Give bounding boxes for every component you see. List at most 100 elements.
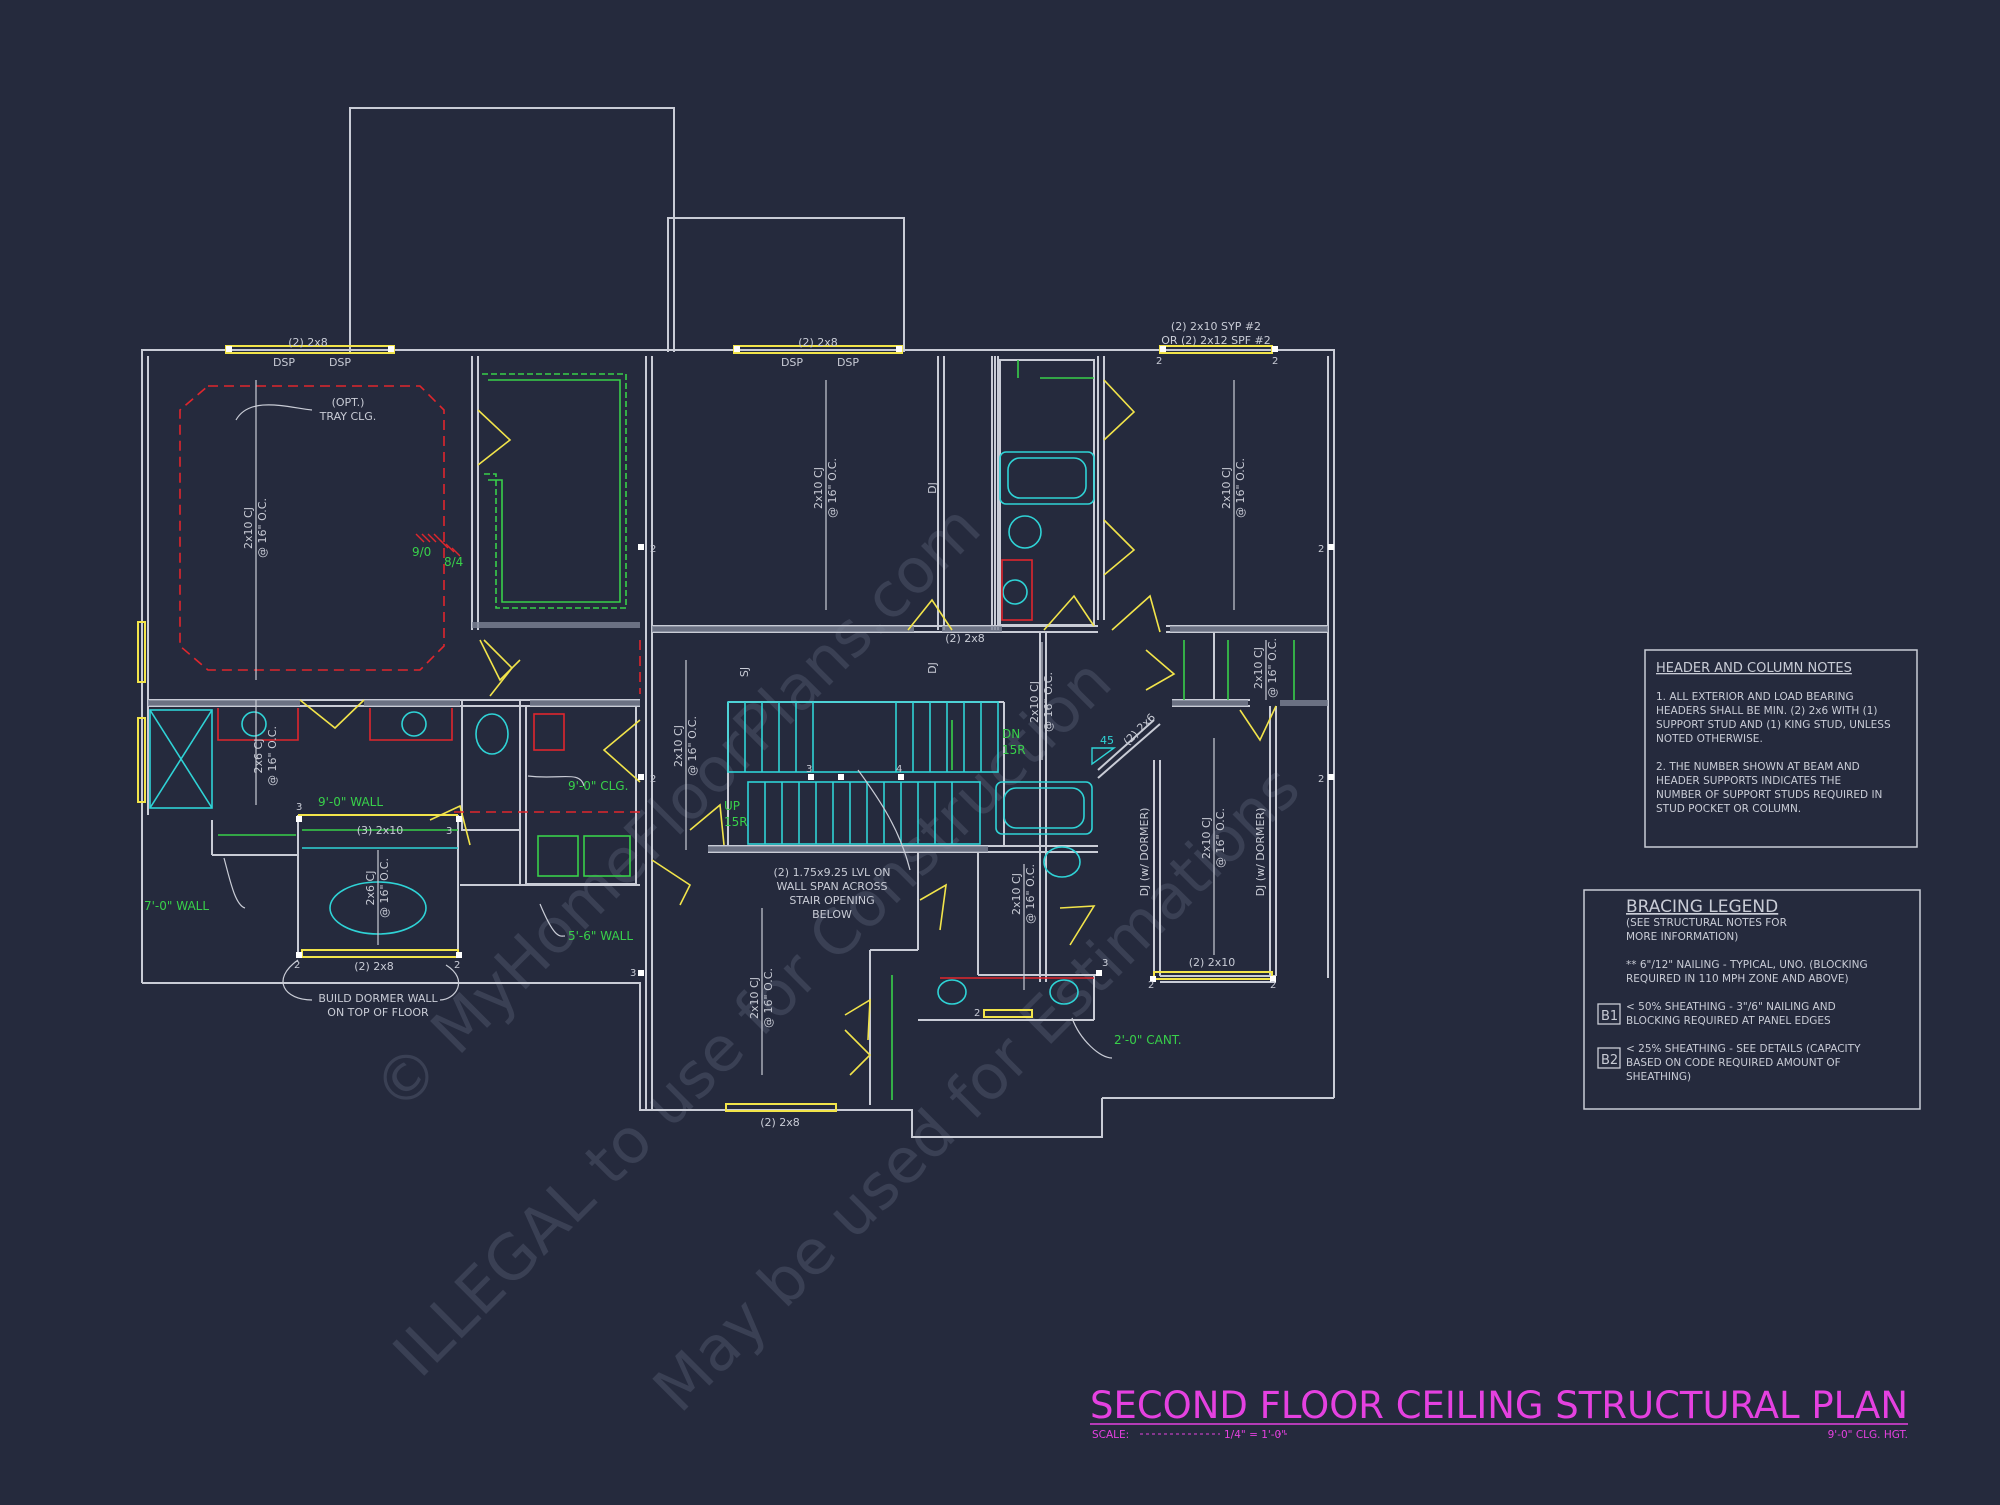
cj-spacing: @ 16" O.C. [1024,864,1037,924]
support-numbers: 2 2 2 2 2 2 3 3 3 2 2 3 4 3 2 2 2 [294,356,1324,1019]
support-number: 2 [650,544,656,555]
header-label-3b: OR (2) 2x12 SPF #2 [1161,334,1271,347]
cj-spacing: @ 16" O.C. [266,726,279,786]
note-1-line-4: NOTED OTHERWISE. [1656,733,1763,745]
cj-label: 2x10 CJ [242,507,255,549]
support-stud-markers [226,346,1334,982]
green-labels: 9/0 8/4 9'-0" WALL 9'-0" CLG. 7'-0" WALL… [144,545,1182,1047]
support-number: 2 [1272,356,1278,367]
bracing-nailing-2: REQUIRED IN 110 MPH ZONE AND ABOVE) [1626,973,1849,985]
support-number: 2 [1156,356,1162,367]
dormer-note-1: BUILD DORMER WALL [318,992,438,1005]
support-number: 2 [454,960,460,971]
dj-dormer-label: DJ (w/ DORMER) [1254,808,1267,897]
scale-label: SCALE: [1092,1429,1129,1441]
header-label-3a: (2) 2x10 SYP #2 [1171,320,1261,333]
dj-label: DJ [926,482,939,494]
cj-spacing: @ 16" O.C. [1214,808,1227,868]
cj-label: 2x10 CJ [1028,681,1041,723]
cj-label: 2x10 CJ [1252,647,1265,689]
note-1-line-3: SUPPORT STUD AND (1) KING STUD, UNLESS [1656,719,1891,731]
clg-9-0-label: 9'-0" CLG. [568,779,628,793]
header-hatch-9-0 [415,533,461,557]
note-1-line-2: HEADERS SHALL BE MIN. (2) 2x6 WITH (1) [1656,705,1878,717]
cj-spacing: @ 16" O.C. [826,458,839,518]
closets-counters [218,360,1295,1100]
bracing-legend: BRACING LEGEND (SEE STRUCTURAL NOTES FOR… [1583,889,1921,1110]
joist-labels: 2x10 CJ @ 16" O.C. 2x10 CJ @ 16" O.C. 2x… [242,458,1279,1028]
angle-label: 45 [1100,734,1114,747]
dj-dormer-label: DJ (w/ DORMER) [1138,808,1151,897]
dsp-label: DSP [329,356,351,369]
tray-opt-label: (OPT.) [332,396,365,409]
lvl-note-3: STAIR OPENING [789,894,874,907]
support-number: 2 [1318,544,1324,555]
support-number: 3 [446,826,452,837]
dsp-label: DSP [273,356,295,369]
bracing-b1-2: BLOCKING REQUIRED AT PANEL EDGES [1626,1015,1831,1027]
bracing-sub-1: (SEE STRUCTURAL NOTES FOR [1626,917,1787,929]
note-2-line-2: HEADER SUPPORTS INDICATES THE [1656,775,1841,787]
dormer-note-2: ON TOP OF FLOOR [327,1006,429,1019]
support-number: 2 [650,774,656,785]
dsp-labels: DSP DSP DSP DSP [273,356,859,369]
door-swings [299,379,1277,1076]
stair-up-risers: 15R [724,815,748,829]
wall-9-0-label: 9'-0" WALL [318,795,383,809]
header-label-bottom: (2) 2x8 [760,1116,800,1129]
support-number: 2 [974,1008,980,1019]
stair-up-label: UP [724,799,740,813]
support-number: 2 [294,960,300,971]
bracing-b2-3: SHEATHING) [1626,1071,1691,1083]
bracing-b2-tag: B2 [1601,1053,1618,1068]
note-2-line-1: 2. THE NUMBER SHOWN AT BEAM AND [1656,761,1860,773]
cj-spacing: @ 16" O.C. [1042,672,1055,732]
stair-dn-label: DN [1002,727,1020,741]
tray-clg-label: TRAY CLG. [319,410,377,423]
notes-title: HEADER AND COLUMN NOTES [1656,661,1852,676]
note-2-line-3: NUMBER OF SUPPORT STUDS REQUIRED IN [1656,789,1882,801]
cj-label: 2x6 CJ [364,871,377,906]
cj-label: 2x10 CJ [748,977,761,1019]
bracing-b1-tag: B1 [1601,1009,1618,1024]
support-number: 2 [1318,774,1324,785]
cj-spacing: @ 16" O.C. [378,858,391,918]
dj-label: DJ [926,662,939,674]
hatched-walls [148,622,1328,852]
wall-7-0-label: 7'-0" WALL [144,899,209,913]
sj-label: SJ [738,667,751,677]
note-1-line-1: 1. ALL EXTERIOR AND LOAD BEARING [1656,691,1854,703]
angle-symbol [1091,747,1117,766]
bracing-title: BRACING LEGEND [1626,897,1778,917]
title-block: SECOND FLOOR CEILING STRUCTURAL PLAN SCA… [1090,1384,1908,1441]
header-9-0-label: 9/0 [412,545,431,559]
support-number: 2 [1270,980,1276,991]
stairs [727,701,999,845]
cj-spacing: @ 16" O.C. [1234,458,1247,518]
cj-label: 2x10 CJ [1200,817,1213,859]
support-number: 3 [806,764,812,775]
cant-label: 2'-0" CANT. [1114,1033,1182,1047]
header-8-4-label: 8/4 [444,555,463,569]
plan-notes: (OPT.) TRAY CLG. (2) 1.75x9.25 LVL ON WA… [318,396,890,1019]
cj-label: 2x10 CJ [812,467,825,509]
support-number: 2 [1148,980,1154,991]
note-2-line-4: STUD POCKET OR COLUMN. [1656,803,1801,815]
cj-label: 2x6 CJ [252,739,265,774]
stair-dn-risers: 15R [1002,743,1026,757]
header-label-mid: (2) 2x8 [945,632,985,645]
cj-label: 2x10 CJ [1010,873,1023,915]
bracing-sub-2: MORE INFORMATION) [1626,931,1738,943]
lvl-note-4: BELOW [812,908,852,921]
header-labels: (2) 2x8 (2) 2x8 (2) 2x10 SYP #2 OR (2) 2… [288,320,1271,1129]
bracing-b2-2: BASED ON CODE REQUIRED AMOUNT OF [1626,1057,1841,1069]
tray-ceiling-outline [179,385,641,813]
bracing-nailing-1: ** 6"/12" NAILING - TYPICAL, UNO. (BLOCK… [1626,959,1868,971]
bracing-b2-1: < 25% SHEATHING - SEE DETAILS (CAPACITY [1626,1043,1861,1055]
cj-spacing: @ 16" O.C. [686,716,699,776]
dsp-label: DSP [781,356,803,369]
support-number: 3 [1102,958,1108,969]
bracing-b1-1: < 50% SHEATHING - 3"/6" NAILING AND [1626,1001,1836,1013]
ceiling-height: 9'-0" CLG. HGT. [1828,1429,1908,1441]
